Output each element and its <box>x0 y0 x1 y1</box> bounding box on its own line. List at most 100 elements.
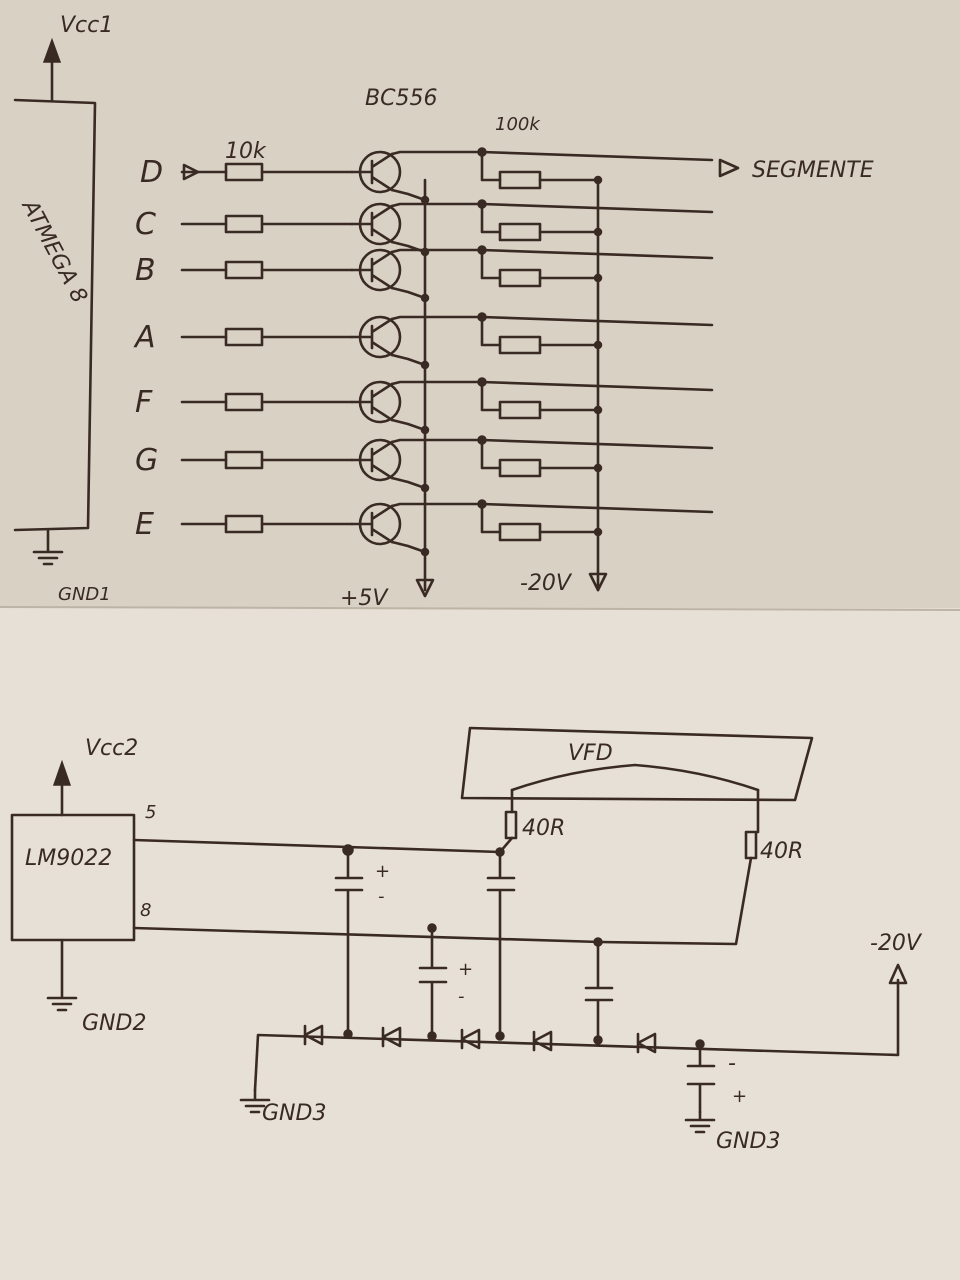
pull-resistor <box>498 400 542 420</box>
base-resistor-label: 10k <box>225 139 267 164</box>
pull-resistor <box>498 458 542 478</box>
emitter-wire <box>390 540 427 554</box>
transistor-leads <box>350 504 394 544</box>
pull-wire <box>480 380 600 412</box>
cap1-minus: - <box>378 886 385 907</box>
vfd-label: VFD <box>568 741 613 766</box>
segment-output-line <box>480 150 714 162</box>
junction-dot <box>477 435 487 445</box>
segmente-arrow-icon <box>718 158 740 178</box>
base-resistor <box>224 514 264 534</box>
diode-icon <box>460 1028 481 1050</box>
junction-dot <box>477 147 487 157</box>
pull-wire <box>480 502 600 534</box>
minus20v-arrow-icon <box>888 963 908 985</box>
collector-wire <box>390 248 484 254</box>
emitter-wire <box>390 476 427 490</box>
pull-resistor <box>498 222 542 242</box>
paper-bottom <box>0 608 960 1280</box>
transistor-leads <box>350 382 394 422</box>
base-resistor <box>224 327 264 347</box>
collector-wire <box>390 202 484 208</box>
pull-wire <box>480 202 600 234</box>
vcc2-label: Vcc2 <box>85 736 138 761</box>
emitter-wire <box>390 418 427 432</box>
vcc1-label: Vcc1 <box>60 13 113 38</box>
collector-wire <box>390 438 484 444</box>
lm9022-chip <box>10 813 136 942</box>
emitter-wire <box>390 353 427 367</box>
pin5-label: 5 <box>145 802 156 823</box>
gnd1-label: GND1 <box>58 584 111 605</box>
lm9022-section: Vcc2 LM9022 5 8 GND2 <box>10 736 156 1036</box>
mcu-body <box>13 98 97 532</box>
base-resistor <box>224 214 264 234</box>
segment-label: F <box>135 385 153 420</box>
diode-icon <box>381 1026 402 1048</box>
segment-label: E <box>135 507 154 542</box>
cap5-plus: + <box>732 1086 747 1107</box>
ground-icon <box>239 1088 271 1114</box>
capacitor-3 <box>486 850 516 1038</box>
transistor-type-label: BC556 <box>365 86 437 111</box>
pull-resistor <box>498 522 542 542</box>
vfd-body <box>460 726 814 802</box>
transistor-leads <box>350 250 394 290</box>
bus-wire <box>253 978 900 1092</box>
emitter-wire <box>390 188 427 202</box>
junction-dot <box>477 312 487 322</box>
cap2-minus: - <box>458 986 465 1007</box>
plus5v-label: +5V <box>340 586 389 611</box>
transistor-leads <box>350 317 394 357</box>
res-left-label: 40R <box>522 816 565 841</box>
base-resistor <box>224 162 264 182</box>
segment-row: D <box>140 147 714 205</box>
capacitor-4 <box>584 940 614 1042</box>
segment-label: D <box>140 155 163 190</box>
input-arrow-icon <box>182 163 200 181</box>
segment-label: B <box>135 253 156 288</box>
plus5v-arrow-icon <box>415 578 435 598</box>
collector-wire <box>390 380 484 386</box>
gnd3-left-label: GND3 <box>262 1101 326 1126</box>
collector-wire <box>390 502 484 508</box>
segment-label: G <box>135 443 158 478</box>
junction-dot <box>477 245 487 255</box>
base-resistor <box>224 450 264 470</box>
junction-dot <box>477 377 487 387</box>
junction-dot <box>477 199 487 209</box>
minus20v-arrow-icon <box>588 572 608 592</box>
pin8-wire <box>132 856 753 946</box>
diode-icon <box>303 1024 324 1046</box>
capacitor-1 <box>334 848 364 1036</box>
gnd3-right-label: GND3 <box>716 1129 780 1154</box>
collector-wire <box>390 315 484 321</box>
pull-wire <box>480 150 600 182</box>
segment-row: A <box>133 312 714 370</box>
paper-fold <box>0 606 960 611</box>
pull-resistor <box>498 170 542 190</box>
cap1-plus: + <box>375 861 390 882</box>
transistor-leads <box>350 204 394 244</box>
junction-dot <box>477 499 487 509</box>
base-resistor <box>224 260 264 280</box>
emitter-wire <box>390 286 427 300</box>
capacitor-2 <box>418 926 448 1038</box>
transistor-leads <box>350 152 394 192</box>
cap2-plus: + <box>458 959 473 980</box>
segment-label: C <box>135 207 156 242</box>
pull-resistor-label: 100k <box>495 114 541 135</box>
vcc2-arrow-icon <box>52 759 72 786</box>
ground-icon <box>46 938 78 1012</box>
diode-icon <box>636 1032 657 1054</box>
gnd2-label: GND2 <box>82 1011 146 1036</box>
diode-chain <box>303 1024 657 1054</box>
pin8-label: 8 <box>140 900 151 921</box>
lm9022-label: LM9022 <box>25 846 112 871</box>
transistor-leads <box>350 440 394 480</box>
base-resistor <box>224 392 264 412</box>
segment-row: E <box>135 499 714 557</box>
